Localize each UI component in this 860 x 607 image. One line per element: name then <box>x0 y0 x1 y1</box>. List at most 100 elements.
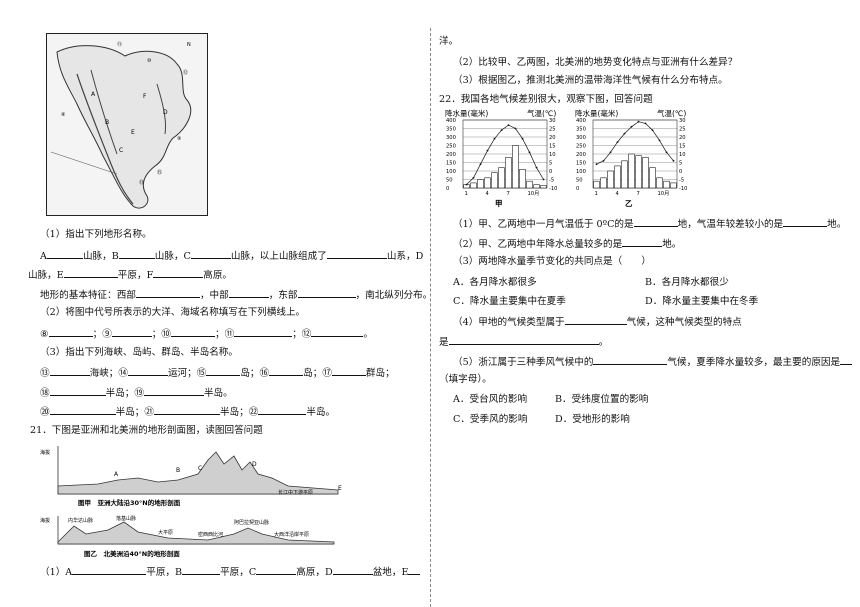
x-tick-label: 1 <box>595 191 598 197</box>
y-tick-label: 350 <box>576 127 586 133</box>
y-tick-label: 400 <box>446 118 456 124</box>
precip-bar <box>519 168 526 189</box>
svg-text:⑮: ⑮ <box>157 169 162 176</box>
svg-text:乙: 乙 <box>625 199 633 208</box>
profile-na-40n: 海拔 内华达山脉 落基山脉 大平原 密西西比河 阿巴拉契亚山脉 大西洋沿岸平原 … <box>38 512 338 558</box>
precip-bar <box>614 165 621 189</box>
answer-blank[interactable] <box>256 565 297 575</box>
answer-blank[interactable] <box>258 405 307 415</box>
answer-blank[interactable] <box>783 217 828 227</box>
x-tick-label: 10月 <box>528 190 540 197</box>
answer-blank[interactable] <box>49 405 116 415</box>
answer-blank[interactable] <box>633 217 678 227</box>
y-tick-label: 0 <box>446 186 449 192</box>
north-america-map: A B C D E F ⑧ ⑫ ⑨ ⑩ ⑪ ⑬ ⑮ N <box>46 33 208 216</box>
answer-blank[interactable] <box>564 315 627 325</box>
y-tick-label: 400 <box>576 118 586 124</box>
y-tick-label: 300 <box>446 135 456 141</box>
precip-bar <box>505 157 512 189</box>
answer-blank[interactable] <box>840 355 853 365</box>
precip-bar <box>663 180 670 189</box>
answer-blank[interactable] <box>297 288 356 298</box>
precip-bar <box>491 172 498 189</box>
answer-blank[interactable] <box>118 249 155 259</box>
precip-bar <box>470 182 477 189</box>
svg-text:D: D <box>252 461 257 468</box>
svg-text:E: E <box>131 129 135 136</box>
y2-tick-label: 20 <box>679 135 686 141</box>
answer-blank[interactable] <box>170 327 215 337</box>
y-tick-label: 100 <box>446 169 456 175</box>
svg-text:C: C <box>119 147 123 154</box>
y2-tick-label: -5 <box>679 178 684 184</box>
y-tick-label: 250 <box>446 144 456 150</box>
precip-bar <box>642 157 649 189</box>
answer-blank[interactable] <box>182 565 221 575</box>
svg-text:大平原: 大平原 <box>158 529 173 536</box>
answer-blank[interactable] <box>72 565 147 575</box>
answer-blank[interactable] <box>593 355 668 365</box>
x-tick-label: 7 <box>637 191 640 197</box>
answer-blank[interactable] <box>63 268 118 278</box>
answer-blank[interactable] <box>326 249 387 259</box>
answer-blank[interactable] <box>190 249 231 259</box>
answer-blank[interactable] <box>206 366 241 376</box>
option-a[interactable]: A．各月降水都很多 <box>453 277 537 288</box>
answer-blank[interactable] <box>49 366 90 376</box>
svg-text:气温(℃): 气温(℃) <box>527 108 556 118</box>
y2-tick-label: 15 <box>679 144 686 150</box>
answer-blank[interactable] <box>269 366 304 376</box>
answer-blank[interactable] <box>153 268 204 278</box>
answer-blank[interactable] <box>408 565 421 575</box>
svg-text:⑫: ⑫ <box>183 69 188 76</box>
answer-blank[interactable] <box>332 565 373 575</box>
q20-1-prompt: （1）指出下列地形名称。 <box>40 229 152 240</box>
answer-blank[interactable] <box>448 335 599 345</box>
svg-text:长江中下游平原: 长江中下游平原 <box>278 489 313 496</box>
svg-text:B: B <box>176 467 180 474</box>
answer-blank[interactable] <box>135 288 200 298</box>
temp-curve <box>596 121 674 165</box>
q22-1-line: （1）甲、乙两地中一月气温低于 0ºC的是地，气温年较差较小的是地。 <box>453 217 847 230</box>
precip-bar <box>670 182 677 189</box>
profile-asia-30n: 海拔 A B C D E 长江中下游平原 图甲 亚洲大陆沿30°N的地形剖面 <box>38 442 348 508</box>
answer-blank[interactable] <box>153 405 220 415</box>
answer-blank[interactable] <box>49 386 106 396</box>
svg-text:气温(℃): 气温(℃) <box>657 108 686 118</box>
y2-tick-label: -5 <box>549 178 554 184</box>
q20-2-line: ⑧；⑨；⑩；⑪；⑫。 <box>40 327 373 340</box>
precip-bar <box>656 177 663 189</box>
answer-blank[interactable] <box>127 366 168 376</box>
q21-prompt: 21．下图是亚洲和北美洲的地形剖面图，读图回答问题 <box>30 425 263 436</box>
answer-blank[interactable] <box>228 288 269 298</box>
option-d[interactable]: D．降水量主要集中在冬季 <box>645 296 759 307</box>
answer-blank[interactable] <box>331 366 366 376</box>
y2-tick-label: -10 <box>549 186 557 192</box>
answer-blank[interactable] <box>143 386 204 396</box>
option-5b[interactable]: B．受纬度位置的影响 <box>555 394 649 405</box>
answer-blank[interactable] <box>111 327 152 337</box>
precip-bar <box>526 180 533 189</box>
svg-text:降水量(毫米): 降水量(毫米) <box>445 108 488 118</box>
svg-text:阿巴拉契亚山脉: 阿巴拉契亚山脉 <box>234 519 269 526</box>
svg-text:⑬: ⑬ <box>139 179 144 186</box>
svg-text:F: F <box>143 93 147 100</box>
precip-bar <box>607 170 614 189</box>
option-b[interactable]: B．各月降水都很少 <box>645 277 729 288</box>
answer-blank[interactable] <box>311 327 364 337</box>
option-5c[interactable]: C．受季风的影响 <box>453 414 528 425</box>
option-5d[interactable]: D．受地形的影响 <box>555 414 630 425</box>
option-c[interactable]: C．降水量主要集中在夏季 <box>453 296 566 307</box>
option-5a[interactable]: A．受台风的影响 <box>453 394 528 405</box>
q21-3-prompt: （3）根据图乙，推测北美洲的温带海洋性气候有什么分布特点。 <box>453 75 728 86</box>
precip-bar <box>533 184 540 189</box>
y2-tick-label: 10 <box>679 152 686 158</box>
answer-blank[interactable] <box>622 237 663 247</box>
y2-tick-label: -10 <box>679 186 687 192</box>
answer-blank[interactable] <box>46 249 83 259</box>
y2-tick-label: 20 <box>549 135 556 141</box>
answer-blank[interactable] <box>48 327 93 337</box>
q22-5-line: （5）浙江属于三种季风气候中的气候，夏季降水量较多，最主要的原因是 <box>453 355 853 369</box>
answer-blank[interactable] <box>234 327 293 337</box>
